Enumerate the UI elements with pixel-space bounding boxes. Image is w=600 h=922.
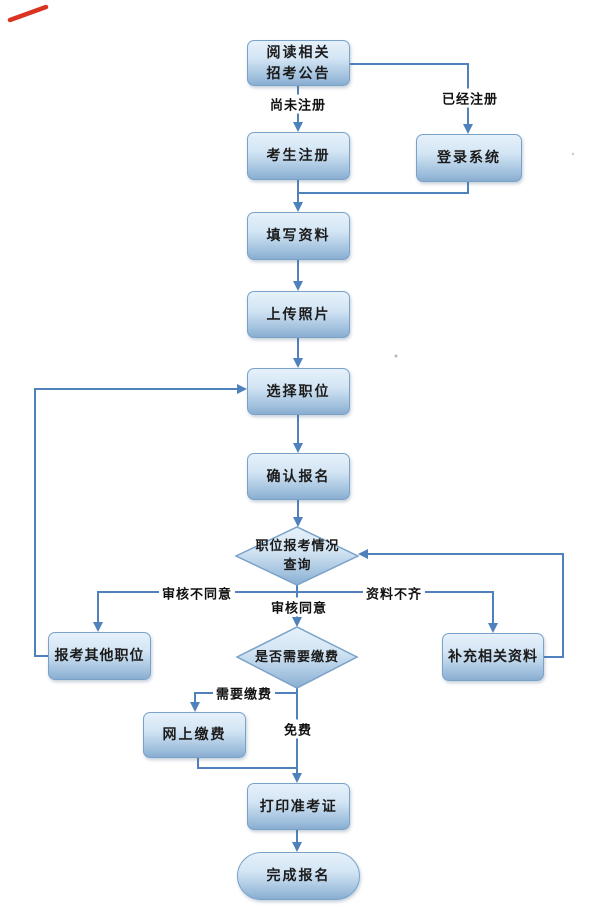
arrowhead [293,281,303,291]
node-candidate-register: 考生注册 [247,132,350,180]
diamond-status-inquiry-shape [234,526,360,586]
arrowhead [358,549,368,559]
node-supplement-info: 补充相关资料 [442,633,544,681]
node-online-payment: 网上缴费 [143,712,246,758]
arrowhead [293,517,303,527]
arrowhead [237,384,247,394]
arrowhead [293,358,303,368]
node-need-payment-label: 是否需要缴费 [254,648,339,664]
edge-onlinepay-join-main [197,758,297,769]
node-select-position: 选择职位 [247,368,350,415]
edge-supplement-back-to-inquiry [368,553,564,658]
node-upload-photo: 上传照片 [247,291,350,338]
node-apply-other-position: 报考其他职位 [48,632,151,680]
edge-label-not-registered: 尚未注册 [266,94,330,114]
node-login-system: 登录系统 [416,134,522,182]
arrowhead [292,773,302,783]
arrowhead [293,443,303,453]
edge-label-free: 免费 [280,719,316,739]
scan-speck [571,152,575,156]
edge-label-review-approved: 审核同意 [267,597,331,617]
edge-merge-to-fillinfo [297,180,469,202]
edge-label-incomplete-materials: 资料不齐 [362,583,426,603]
node-status-inquiry-label: 职位报考情况 查询 [255,538,340,572]
arrowhead [488,623,498,633]
scan-speck [394,354,398,358]
arrowhead [293,122,303,132]
edge-label-already-registered: 已经注册 [438,88,502,108]
arrowheads [93,122,498,852]
edge-inquiry-to-supplement [297,591,494,623]
edge-otherposition-back-to-select [34,388,237,657]
arrowhead [292,842,302,852]
node-fill-info: 填写资料 [247,212,350,260]
edge-label-need-pay: 需要缴费 [212,683,276,703]
node-read-announcement: 阅读相关 招考公告 [247,40,350,86]
arrowhead [463,124,473,134]
node-confirm-registration: 确认报名 [247,453,350,500]
edge-label-review-rejected: 审核不同意 [158,583,236,603]
arrowhead [293,202,303,212]
arrowhead [292,617,302,627]
node-print-ticket: 打印准考证 [247,783,350,830]
node-complete-registration: 完成报名 [237,852,360,900]
diamond-need-payment-shape [235,626,359,689]
arrowhead [190,702,200,712]
red-pen-stroke [7,4,49,23]
arrowhead [93,622,103,632]
